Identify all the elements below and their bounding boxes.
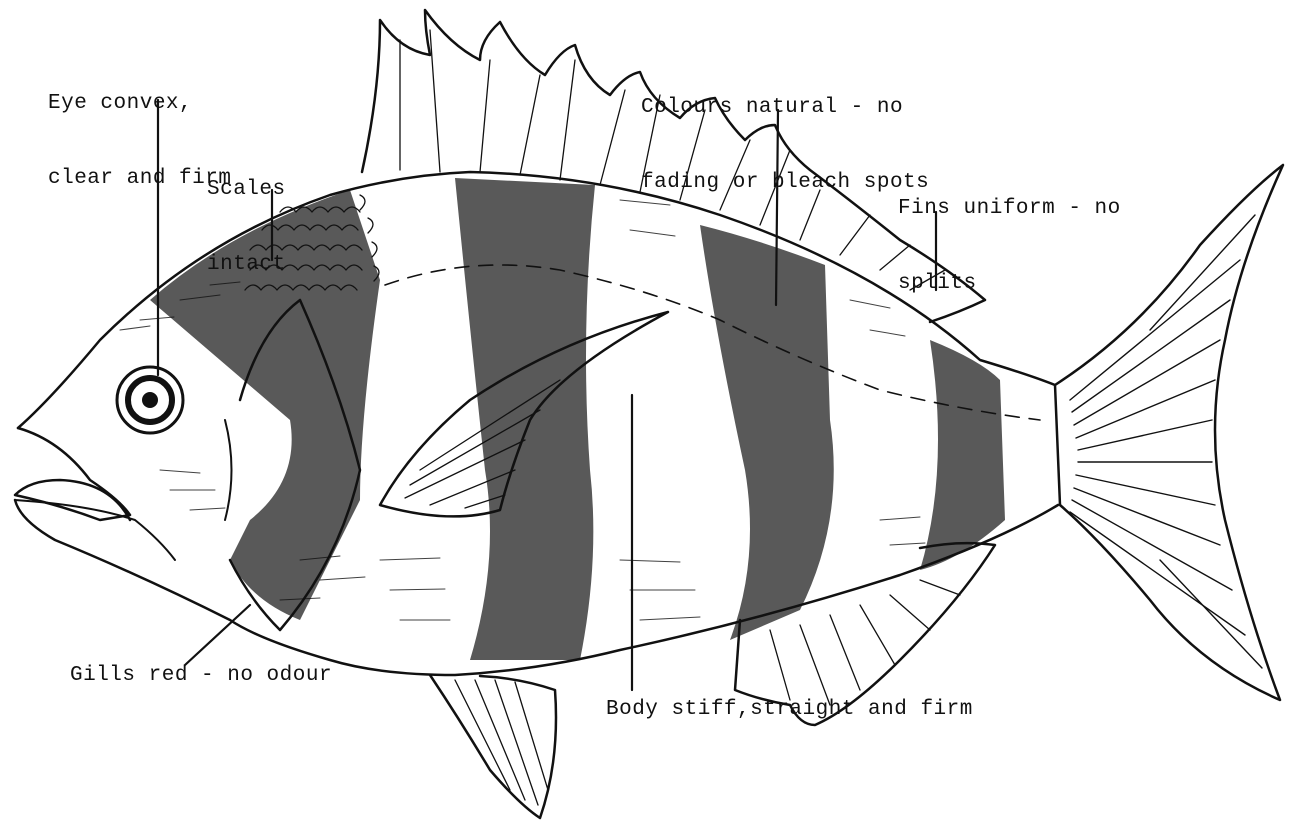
scales-label: Scales intact [207,127,286,302]
eye-label-line-1: Eye convex, [48,91,231,116]
eye-label: Eye convex, clear and firm [48,41,231,216]
colours-label-line-1: Colours natural - no [641,95,929,120]
scales-label-line-1: Scales [207,177,286,202]
eye [117,367,183,433]
fins-label-line-1: Fins uniform - no [898,196,1121,221]
eye-label-line-2: clear and firm [48,166,231,191]
gills-label: Gills red - no odour [70,663,332,688]
band-3 [920,340,1005,570]
pelvic-rays [455,680,548,805]
body-label: Body stiff,straight and firm [606,697,973,722]
scales-label-line-2: intact [207,252,286,277]
band-2 [700,225,834,640]
fins-label: Fins uniform - no splits [898,146,1121,321]
fins-label-line-2: splits [898,271,1121,296]
colours-label: Colours natural - no fading or bleach sp… [641,45,929,220]
operculum-inner [225,420,232,520]
pelvic-fin [430,675,556,818]
colours-label-line-2: fading or bleach spots [641,170,929,195]
